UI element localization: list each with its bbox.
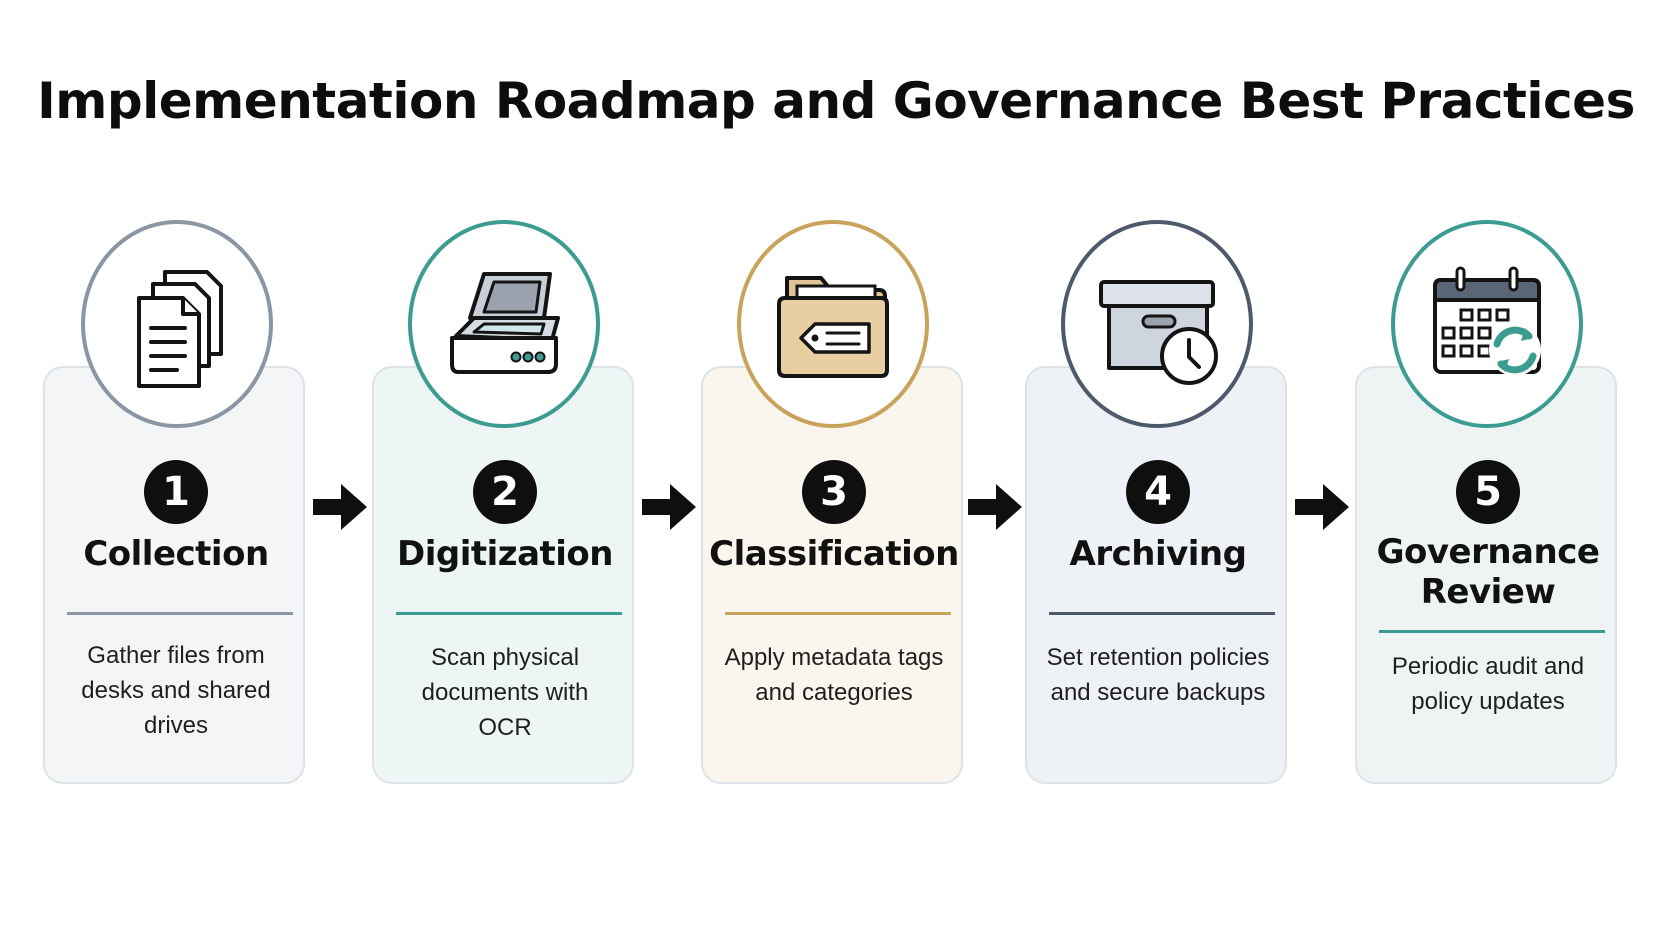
step-title: Archiving (1025, 533, 1291, 575)
step-title-line: Digitization (397, 534, 613, 574)
divider (67, 612, 293, 615)
arrow-right-icon (642, 484, 696, 530)
step-title-line: Governance (1376, 532, 1600, 572)
step-digitization: 2 Digitization Scan physical documents w… (372, 0, 638, 941)
description-line: drives (143, 712, 209, 739)
folder-tag-icon (737, 220, 929, 428)
divider (396, 612, 622, 615)
step-description: Gather files from desks and shared drive… (63, 638, 289, 743)
arrow-right-icon (1295, 484, 1349, 530)
step-title: Digitization (372, 533, 638, 575)
scanner-icon (408, 220, 600, 428)
step-governance-review: 5 Governance Review Periodic audit and p… (1355, 0, 1621, 941)
divider (725, 612, 951, 615)
divider (1379, 630, 1605, 633)
documents-icon (81, 220, 273, 428)
step-title-line: Classification (709, 534, 959, 574)
step-collection: 1 Collection Gather files from desks and… (43, 0, 309, 941)
description-line: and categories (755, 679, 913, 706)
step-card (372, 366, 634, 784)
step-title: Governance Review (1355, 532, 1621, 612)
description-line: Gather files from (87, 642, 265, 669)
divider (1049, 612, 1275, 615)
page-title: Implementation Roadmap and Governance Be… (37, 72, 1635, 130)
step-classification: 3 Classification Apply metadata tags and… (701, 0, 967, 941)
step-number-badge: 1 (144, 460, 208, 524)
step-description: Periodic audit and policy updates (1375, 649, 1601, 719)
description-line: documents with OCR (421, 679, 589, 741)
arrow-right-icon (968, 484, 1022, 530)
description-line: desks and shared (81, 677, 271, 704)
description-line: Apply metadata tags (724, 644, 944, 671)
step-title: Classification (701, 533, 967, 575)
description-line: and secure backups (1050, 679, 1266, 706)
step-card (701, 366, 963, 784)
description-line: Periodic audit and (1391, 653, 1585, 680)
step-card (43, 366, 305, 784)
step-title-line: Archiving (1069, 534, 1247, 574)
step-number-badge: 2 (473, 460, 537, 524)
step-number-badge: 3 (802, 460, 866, 524)
step-archiving: 4 Archiving Set retention policies and s… (1025, 0, 1291, 941)
step-description: Apply metadata tags and categories (721, 640, 947, 710)
description-line: Scan physical (430, 644, 580, 671)
step-description: Set retention policies and secure backup… (1045, 640, 1271, 710)
step-description: Scan physical documents with OCR (392, 640, 618, 745)
description-line: Set retention policies (1046, 644, 1270, 671)
step-card (1025, 366, 1287, 784)
arrow-right-icon (313, 484, 367, 530)
step-title-line: Collection (83, 534, 269, 574)
step-card (1355, 366, 1617, 784)
calendar-refresh-icon (1391, 220, 1583, 428)
description-line: policy updates (1411, 688, 1565, 715)
step-number-badge: 4 (1126, 460, 1190, 524)
step-title: Collection (43, 533, 309, 575)
step-number-badge: 5 (1456, 460, 1520, 524)
step-title-line: Review (1420, 572, 1556, 612)
archive-box-clock-icon (1061, 220, 1253, 428)
